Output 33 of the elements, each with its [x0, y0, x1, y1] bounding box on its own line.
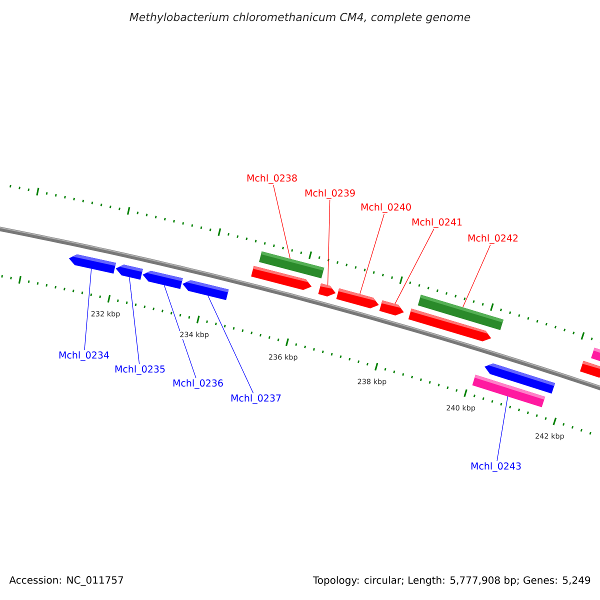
gene-label: Mchl_0237 [231, 394, 281, 404]
leader-line [394, 228, 434, 304]
title: Methylobacterium chloromethanicum CM4, complete genome [130, 12, 470, 24]
leader-line [129, 276, 140, 364]
leader-line [360, 214, 384, 294]
leader-line [164, 284, 196, 378]
gene-label: Mchl_0243 [471, 462, 521, 472]
genome-summary-text: Topology: circular; Length: 5,777,908 bp; Genes: 5,249 [312, 576, 590, 586]
leader-line [208, 295, 254, 394]
gene-label: Mchl_0236 [173, 379, 223, 389]
leader-line [328, 200, 330, 286]
gene-label: Mchl_0234 [59, 351, 109, 361]
leader-line [462, 244, 491, 308]
gene-feature [379, 300, 404, 316]
leader-line [496, 396, 508, 462]
gene-feature [318, 283, 336, 296]
gene-label: Mchl_0239 [305, 189, 355, 199]
gene-feature [336, 288, 379, 308]
gene-feature [142, 270, 183, 289]
gene-feature [251, 266, 312, 290]
gene-feature [408, 308, 492, 342]
leader-line [273, 184, 290, 260]
accession-text: Accession: NC_011757 [9, 576, 124, 586]
gene-label: Mchl_0241 [412, 218, 462, 228]
gene-feature [116, 264, 143, 280]
gene-feature [68, 254, 116, 274]
gene-label: Mchl_0238 [247, 174, 297, 184]
gene-feature [580, 360, 600, 378]
gene-label: Mchl_0240 [361, 203, 411, 213]
gene-label: Mchl_0242 [468, 234, 518, 244]
leader-line [84, 268, 92, 350]
gene-label: Mchl_0235 [115, 365, 165, 375]
gene-feature [182, 280, 229, 300]
